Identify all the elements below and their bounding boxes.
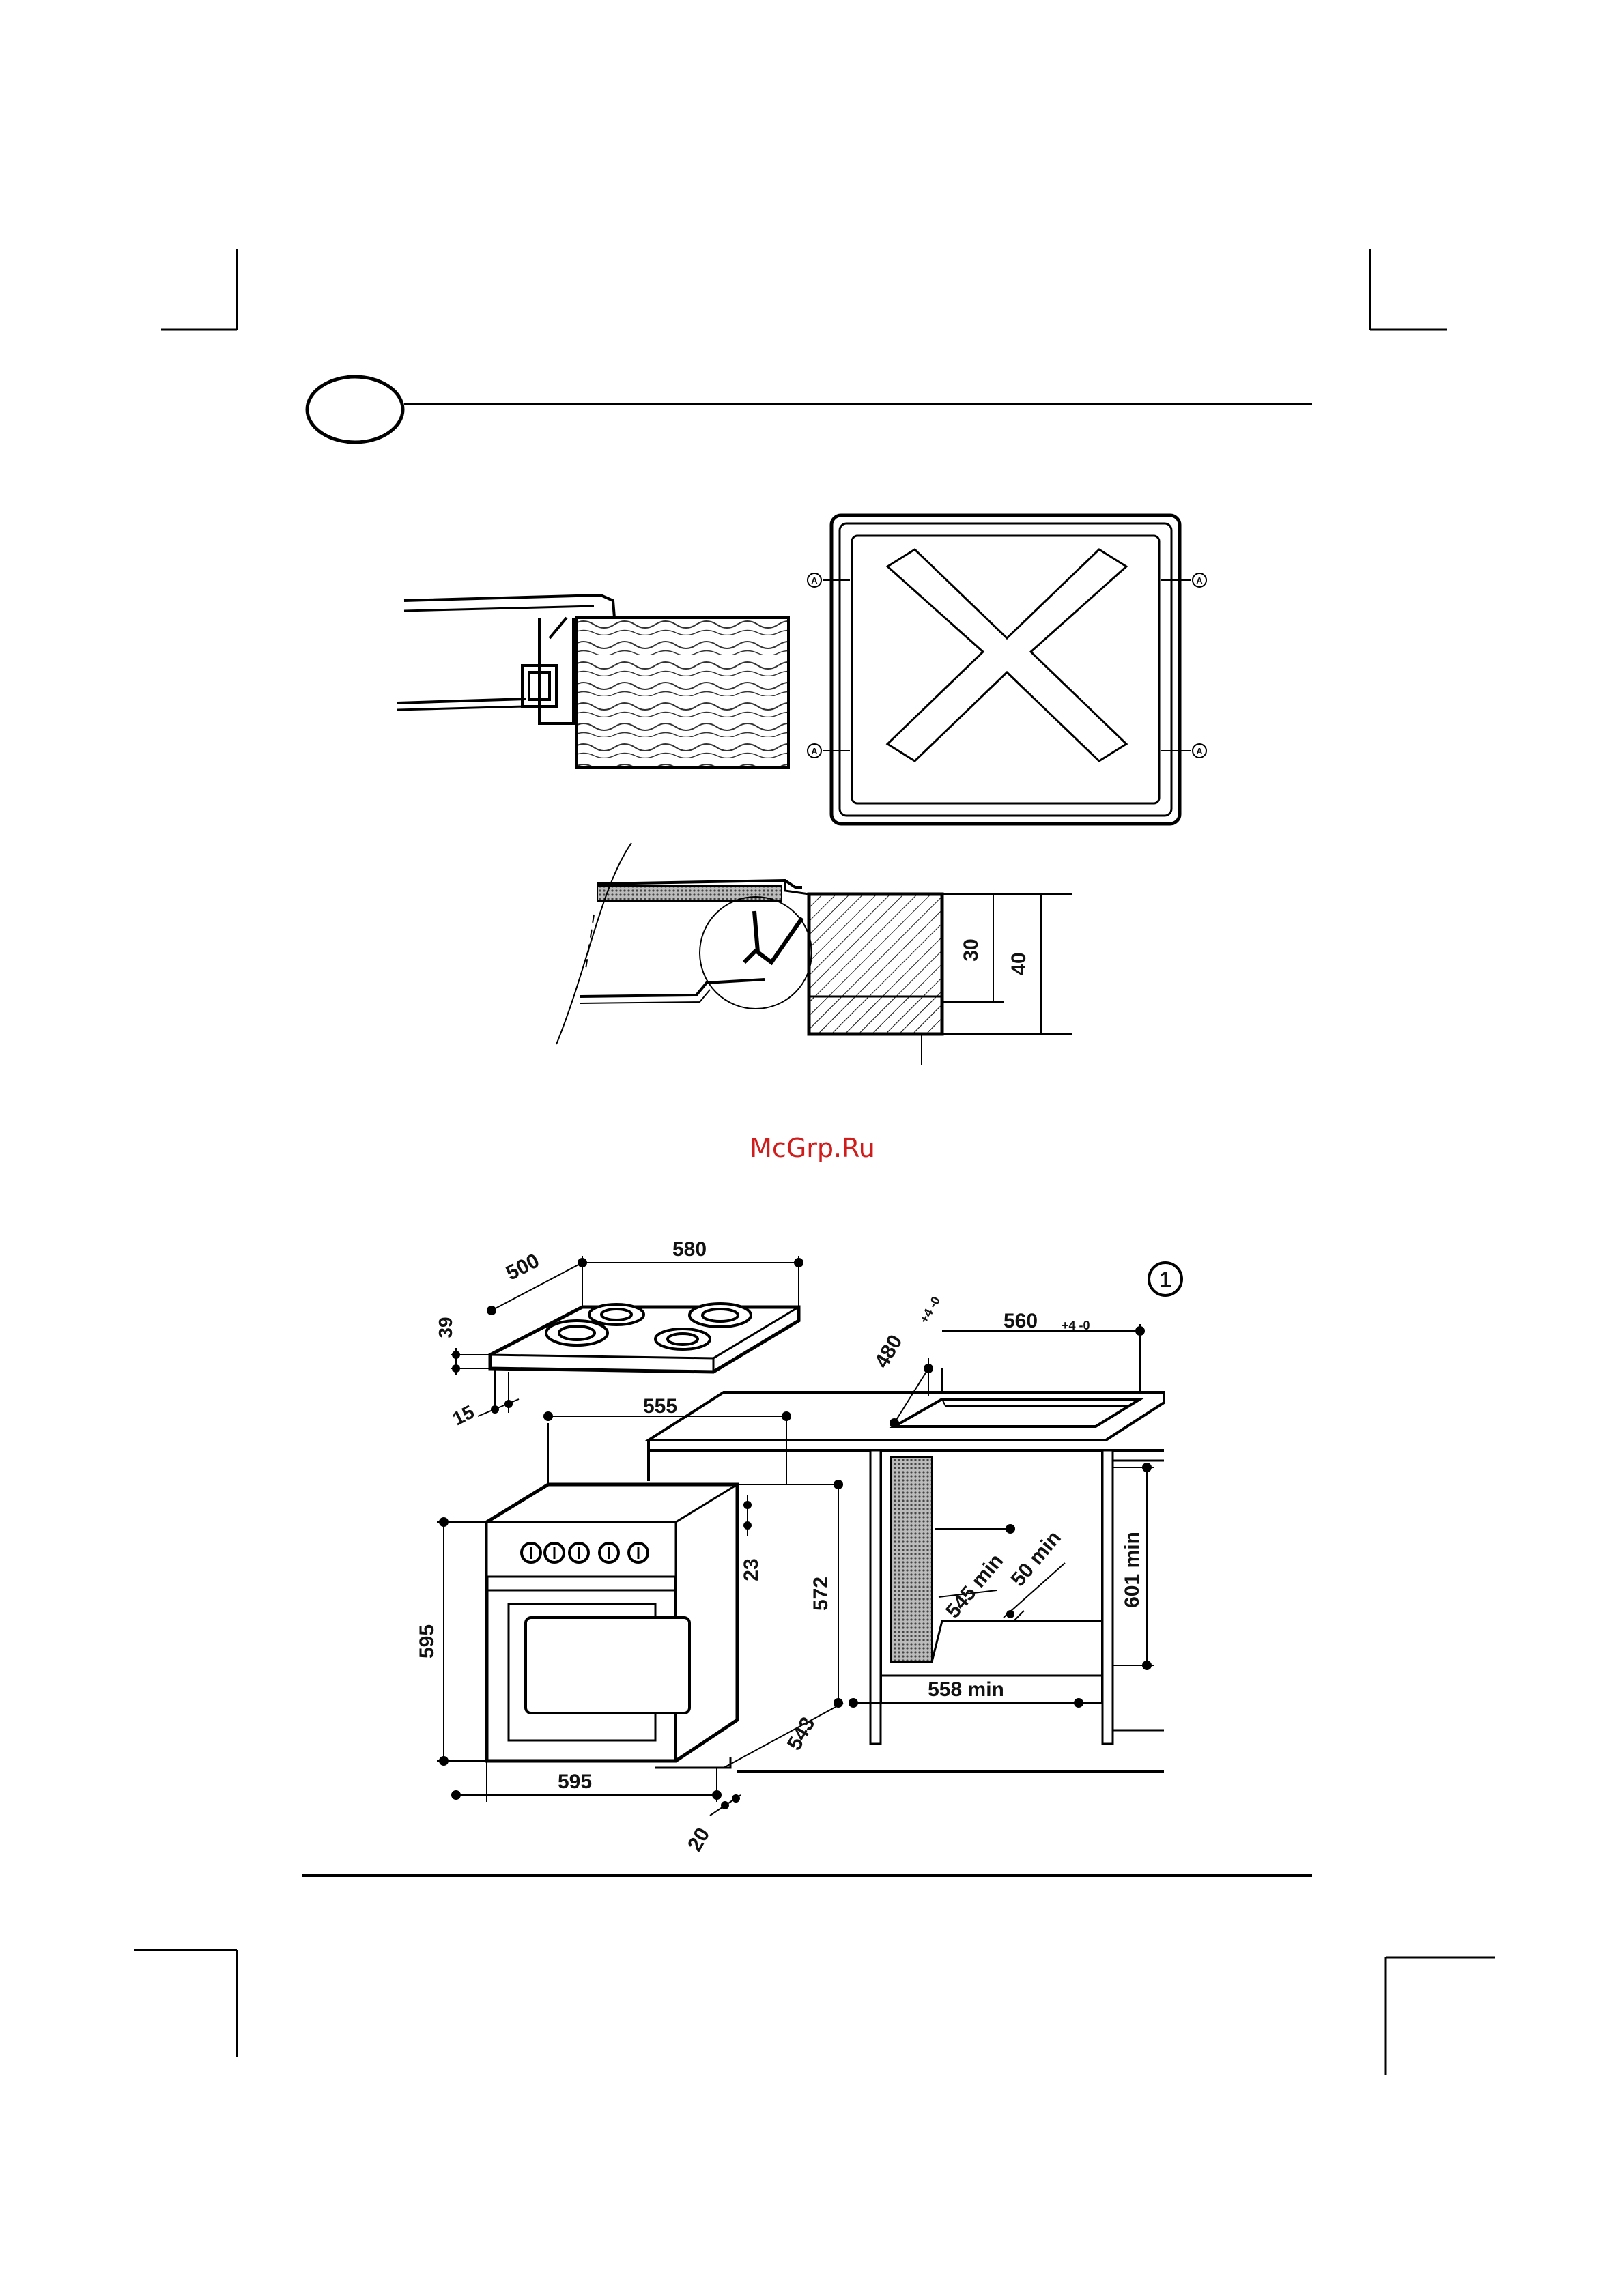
dimension-543: 543 xyxy=(783,1713,820,1754)
clip-marker-label: A xyxy=(1196,575,1203,586)
dim-line-543 xyxy=(724,1703,843,1768)
dimension-20: 20 xyxy=(683,1824,714,1855)
dimension-555: 555 xyxy=(643,1395,677,1418)
dimension-30: 30 xyxy=(960,938,982,961)
niche-side-panel-dotted xyxy=(891,1457,932,1662)
oven-window xyxy=(526,1618,689,1713)
clip-detail-section: 30 40 xyxy=(556,843,1072,1065)
hob-rim-dotted xyxy=(597,886,782,901)
dimension-601-min: 601 min xyxy=(1121,1532,1143,1608)
clip-marker-label: A xyxy=(811,575,818,586)
language-badge-oval xyxy=(307,377,403,442)
figure-number-badge: 1 xyxy=(1149,1263,1182,1295)
hob-cross-pattern xyxy=(887,549,1126,761)
dimension-480-tolerance: +4 -0 xyxy=(917,1294,943,1325)
section-header xyxy=(307,377,1312,442)
dimension-40: 40 xyxy=(1008,952,1030,975)
hob-top-view: A A A A xyxy=(808,515,1206,824)
clip-marker-label: A xyxy=(811,746,818,756)
oven-isometric: 555 23 572 595 595 543 20 xyxy=(416,1395,843,1855)
dimension-560-tolerance: +4 -0 xyxy=(1062,1319,1090,1332)
fixing-clip xyxy=(522,618,573,723)
dimension-558-min: 558 min xyxy=(928,1678,1004,1701)
dimension-595-height: 595 xyxy=(416,1624,438,1659)
watermark: McGrp.Ru xyxy=(750,1133,875,1163)
dimension-580: 580 xyxy=(672,1238,707,1261)
figure-number: 1 xyxy=(1159,1267,1171,1292)
dimension-595-width: 595 xyxy=(558,1770,592,1793)
worktop-wood-section xyxy=(577,618,788,768)
dimension-39: 39 xyxy=(435,1317,456,1338)
clip-marker-group xyxy=(808,573,1206,758)
dimension-480: 480 xyxy=(870,1331,907,1372)
dimension-23: 23 xyxy=(740,1558,763,1581)
dimension-560: 560 xyxy=(1004,1310,1038,1332)
dimension-500: 500 xyxy=(502,1249,543,1285)
hob-edge-section xyxy=(397,595,788,768)
spring-clip xyxy=(744,911,802,962)
dimension-15: 15 xyxy=(449,1401,478,1430)
clip-marker-label: A xyxy=(1196,746,1203,756)
dimension-572: 572 xyxy=(810,1577,832,1611)
